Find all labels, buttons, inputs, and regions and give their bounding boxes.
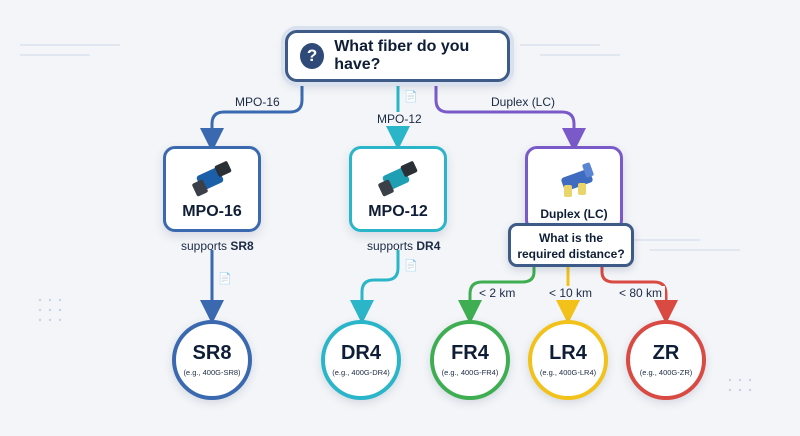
mpo-connector-icon (378, 161, 418, 197)
document-icon: 📄 (404, 91, 418, 103)
result-name: DR4 (340, 342, 381, 364)
document-icon: 📄 (404, 260, 418, 272)
result-example: (e.g., 400G-LR4) (539, 368, 597, 377)
distance-label-80km: < 80 km (616, 286, 666, 300)
fiber-question-text: What fiber do you have? (334, 38, 470, 73)
result-fr4: FR4 (e.g., 400G-FR4) (430, 320, 510, 400)
branch-label-duplex: Duplex (LC) (488, 95, 559, 109)
result-sr8: SR8 (e.g., 400G-SR8) (172, 320, 252, 400)
result-name: ZR (652, 342, 680, 364)
distance-question-line1: What is the (538, 231, 603, 245)
card-title-mpo12: MPO-12 (368, 203, 428, 220)
distance-label-2km: < 2 km (476, 286, 519, 300)
result-example: (e.g., 400G-DR4) (332, 368, 390, 377)
lc-duplex-connector-icon (561, 162, 594, 197)
branch-label-mpo16: MPO-16 (232, 95, 283, 109)
result-example: (e.g., 400G-ZR) (639, 368, 693, 377)
result-example: (e.g., 400G-FR4) (441, 368, 499, 377)
fiber-question-box: ? What fiber do you have? (285, 30, 510, 82)
background-dots (38, 298, 752, 392)
supports-label-sr8: supports SR8 (181, 239, 254, 253)
card-mpo12: MPO-12 (349, 146, 447, 232)
distance-label-10km: < 10 km (546, 286, 596, 300)
card-duplex-lc: Duplex (LC) (525, 146, 623, 232)
mpo-connector-icon (192, 161, 232, 197)
distance-question-line2: required distance? (517, 247, 625, 261)
branch-label-mpo12: MPO-12 (374, 112, 425, 126)
card-mpo16: MPO-16 (163, 146, 261, 232)
result-example: (e.g., 400G-SR8) (183, 368, 241, 377)
supports-label-dr4: supports DR4 (367, 239, 441, 253)
card-title-duplex: Duplex (LC) (540, 207, 608, 221)
question-mark-icon: ? (300, 43, 325, 69)
result-name: FR4 (451, 342, 489, 364)
document-icon: 📄 (218, 273, 232, 285)
card-title-mpo16: MPO-16 (182, 203, 242, 220)
distance-question-box: What is the required distance? (508, 223, 634, 267)
result-name: LR4 (549, 342, 587, 364)
result-name: SR8 (192, 342, 232, 364)
result-zr: ZR (e.g., 400G-ZR) (626, 320, 706, 400)
result-dr4: DR4 (e.g., 400G-DR4) (321, 320, 401, 400)
result-lr4: LR4 (e.g., 400G-LR4) (528, 320, 608, 400)
